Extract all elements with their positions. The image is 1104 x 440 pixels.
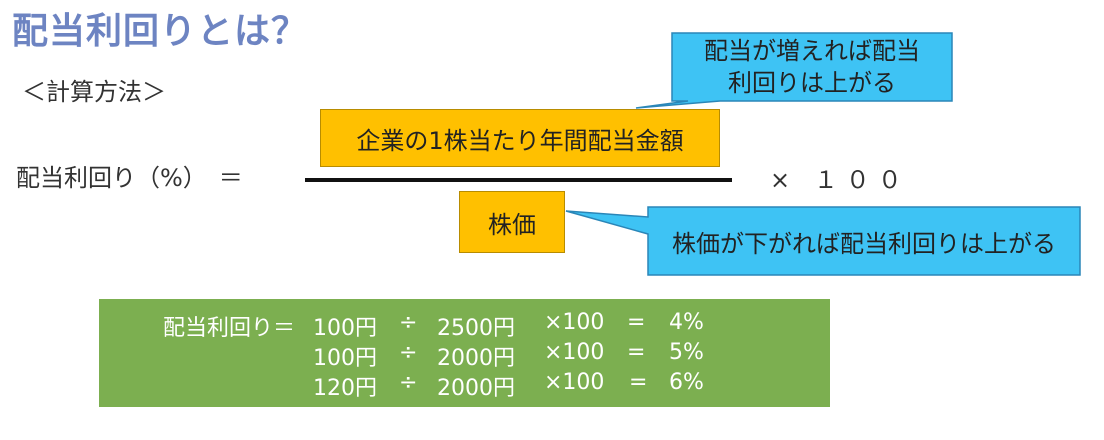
callout-dividend-up: 配当が増えれば配当 利回りは上がる	[672, 33, 952, 101]
example-result: 5%	[669, 340, 704, 365]
formula-numerator-text: 企業の1株当たり年間配当金額	[356, 126, 684, 155]
callout-dividend-up-line-2: 利回りは上がる	[728, 69, 896, 97]
formula-label: 配当利回り（%） ＝	[16, 164, 243, 192]
example-prefix: 配当利回り＝	[163, 316, 296, 341]
callout-price-down: 株価が下がれば配当利回りは上がる	[648, 207, 1080, 275]
example-price: 2000円	[437, 376, 515, 401]
callout-dividend-up-line-1: 配当が増えれば配当	[704, 37, 920, 65]
fraction-bar	[305, 178, 732, 182]
calculation-method-heading: ＜計算方法＞	[22, 78, 166, 106]
example-price: 2500円	[437, 316, 515, 341]
example-times: ×100	[544, 340, 605, 365]
formula-multiplier: × １００	[770, 166, 910, 194]
formula-denominator-box: 株価	[459, 191, 565, 253]
example-divide-sign: ÷	[399, 370, 418, 395]
example-divide-sign: ÷	[399, 340, 418, 365]
example-price: 2000円	[437, 346, 515, 371]
example-divide-sign: ÷	[399, 310, 418, 335]
example-result: 6%	[669, 370, 704, 395]
example-equals: =	[627, 310, 646, 335]
page-title: 配当利回りとは？	[12, 11, 309, 52]
example-dividend: 120円	[313, 376, 377, 401]
example-dividend: 100円	[313, 346, 377, 371]
example-times: ×100	[544, 310, 605, 335]
formula-numerator-box: 企業の1株当たり年間配当金額	[320, 109, 720, 167]
example-row: 100円 ÷ 2000円 ×100 = 5%	[99, 340, 830, 371]
example-times: ×100	[544, 370, 605, 395]
example-row: 120円 ÷ 2000円 ×100 = 6%	[99, 370, 830, 401]
example-equals: =	[627, 340, 646, 365]
formula-denominator-text: 株価	[488, 210, 536, 239]
example-result: 4%	[669, 310, 704, 335]
example-equals: =	[629, 370, 648, 395]
callout-price-down-text: 株価が下がれば配当利回りは上がる	[672, 229, 1056, 258]
example-row: 配当利回り＝ 100円 ÷ 2500円 ×100 = 4%	[99, 310, 830, 341]
example-calculations-box: 配当利回り＝ 100円 ÷ 2500円 ×100 = 4% 100円 ÷ 200…	[99, 299, 830, 407]
example-dividend: 100円	[313, 316, 377, 341]
